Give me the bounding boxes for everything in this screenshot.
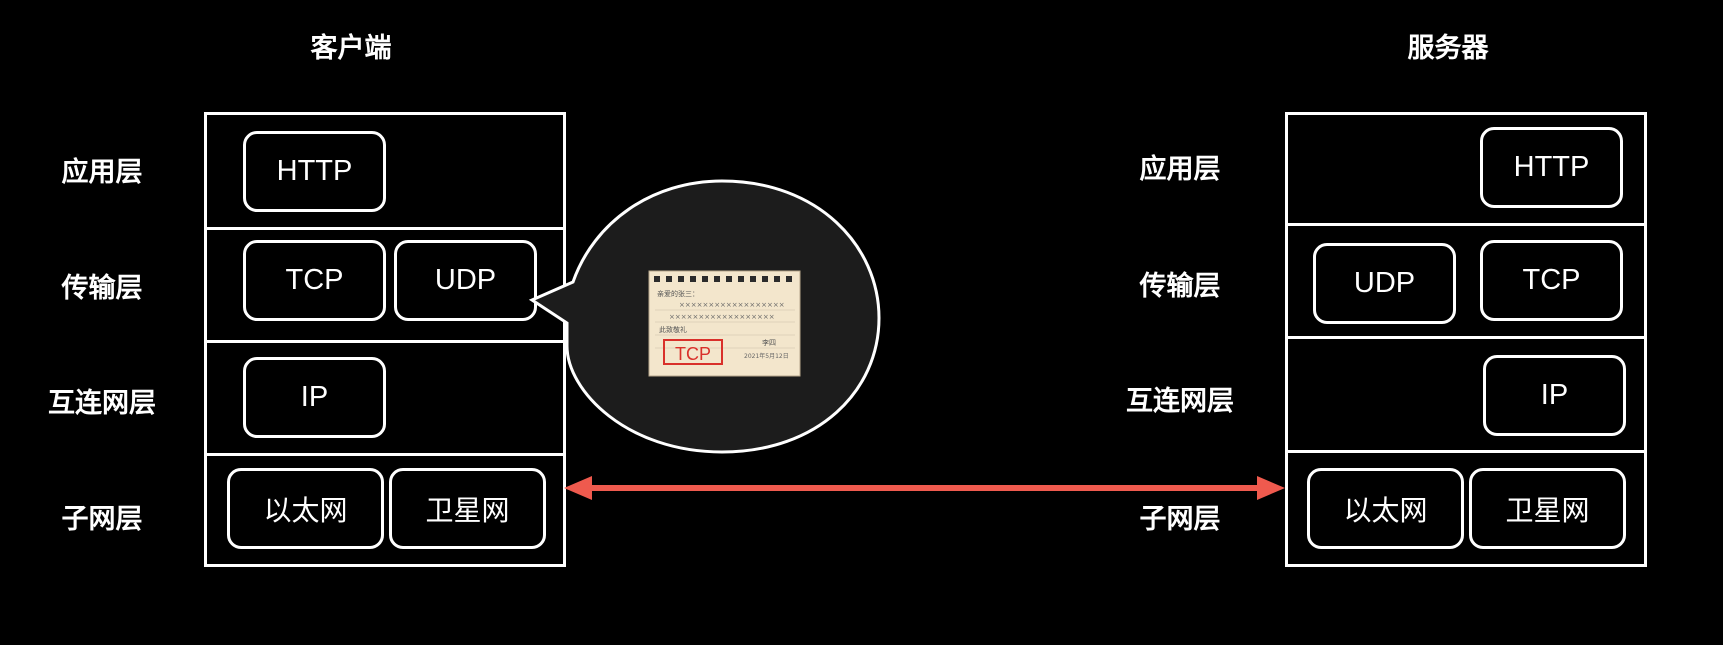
server-layer-label-subnet: 子网层 <box>1139 504 1221 535</box>
client-ip-box: IP <box>243 357 386 438</box>
client-ethernet-box: 以太网 <box>227 468 384 549</box>
letter-closing: 此致敬礼 <box>659 325 687 334</box>
client-layer-label-internet: 互连网层 <box>48 388 156 419</box>
letter-body-line: ×××××××××××××××××× <box>669 313 775 321</box>
letter-paper <box>648 270 801 377</box>
letter-binding-holes <box>654 276 792 282</box>
server-row-divider <box>1288 223 1644 226</box>
connection-arrow <box>564 476 1285 500</box>
client-layer-label-app: 应用层 <box>61 157 143 188</box>
client-row-divider <box>207 227 563 230</box>
arrow-head-right <box>1257 476 1285 500</box>
server-udp-box: UDP <box>1313 243 1456 324</box>
client-stack <box>204 112 566 567</box>
server-layer-label-internet: 互连网层 <box>1126 386 1234 417</box>
client-satellite-box: 卫星网 <box>389 468 546 549</box>
letter-date: 2021年5月12日 <box>744 352 789 360</box>
client-title: 客户端 <box>310 33 392 64</box>
letter-signature: 李四 <box>762 338 776 347</box>
server-row-divider <box>1288 336 1644 339</box>
server-ip-box: IP <box>1483 355 1626 436</box>
letter-greeting: 亲爱的张三： <box>657 289 699 298</box>
server-row-divider <box>1288 450 1644 453</box>
client-row-divider <box>207 340 563 343</box>
client-row-divider <box>207 453 563 456</box>
client-tcp-box: TCP <box>243 240 386 321</box>
tcp-stamp <box>663 339 723 365</box>
server-layer-label-transport: 传输层 <box>1139 271 1221 302</box>
server-title: 服务器 <box>1407 33 1489 64</box>
server-ethernet-box: 以太网 <box>1307 468 1464 549</box>
client-layer-label-transport: 传输层 <box>61 273 143 304</box>
server-tcp-box: TCP <box>1480 240 1623 321</box>
client-udp-box: UDP <box>394 240 537 321</box>
client-http-box: HTTP <box>243 131 386 212</box>
client-layer-label-subnet: 子网层 <box>61 504 143 535</box>
server-satellite-box: 卫星网 <box>1469 468 1626 549</box>
server-stack <box>1285 112 1647 567</box>
letter-icon: 亲爱的张三： ×××××××××××××××××× ××××××××××××××… <box>648 270 801 377</box>
arrow-head-left <box>564 476 592 500</box>
letter-body-line: ×××××××××××××××××× <box>679 301 785 309</box>
tcp-stamp-label: TCP <box>675 344 711 364</box>
server-layer-label-app: 应用层 <box>1139 154 1221 185</box>
server-http-box: HTTP <box>1480 127 1623 208</box>
